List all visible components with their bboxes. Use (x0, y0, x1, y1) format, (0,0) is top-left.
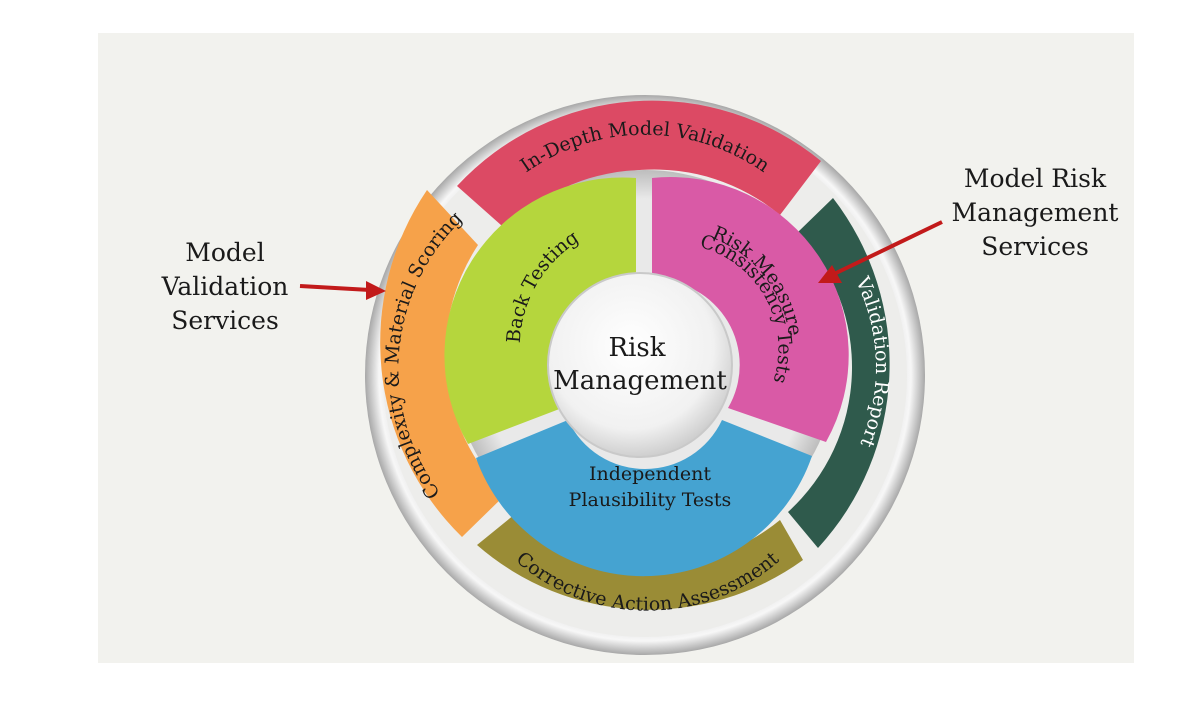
segment-complexity-material-scoring (380, 190, 505, 537)
callout-model-validation-services: Model Validation Services (161, 238, 289, 335)
label-plausibility-line2: Plausibility Tests (569, 489, 732, 511)
segment-back-testing (444, 177, 636, 445)
callout-model-risk-management-services: Model Risk Management Services (951, 164, 1119, 261)
segment-validation-report (788, 198, 890, 548)
left-arrow (299, 281, 386, 300)
label-plausibility-line1: Independent (589, 463, 711, 485)
center-label-line1: Risk (609, 333, 666, 363)
right-arrow (818, 220, 943, 283)
center-label-line2: Management (553, 366, 727, 396)
segment-risk-measure-consistency-tests (652, 177, 849, 442)
segment-independent-plausibility-tests (476, 420, 812, 577)
segment-corrective-action-assessment (477, 510, 803, 610)
center-circle (547, 272, 733, 458)
